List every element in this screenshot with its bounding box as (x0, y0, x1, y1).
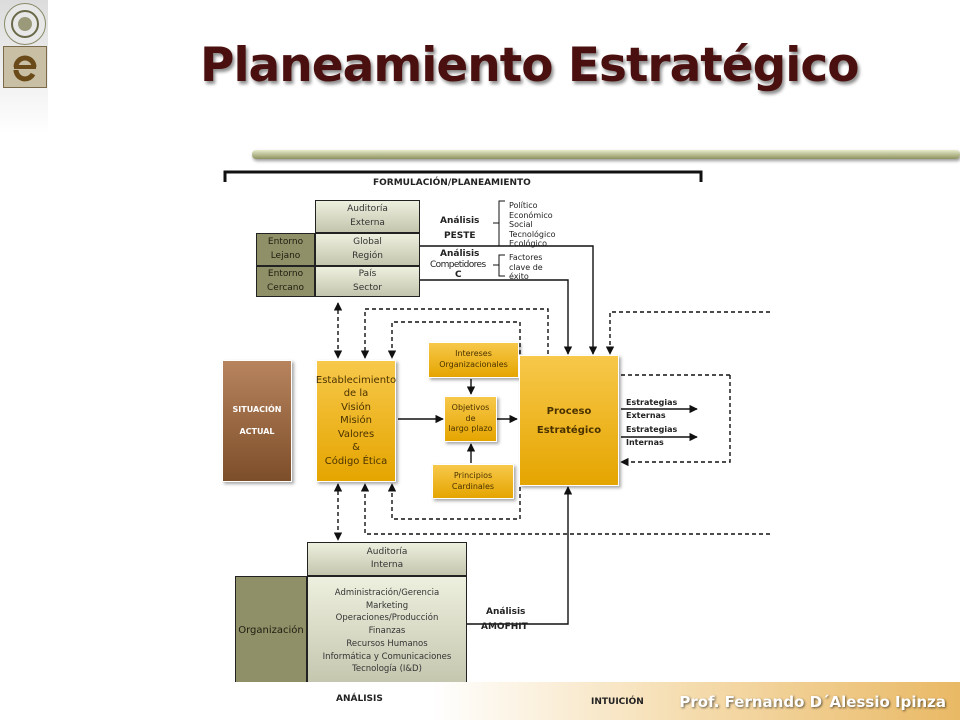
entorno-cercano-box: Entorno Cercano (256, 266, 315, 297)
proceso-line1: Proceso (546, 405, 592, 417)
intereses-line1: Intereses (455, 349, 492, 359)
page-title: Planeamiento Estratégico (200, 38, 860, 93)
peste-factor-tecnologico: Tecnológico (509, 229, 556, 239)
entorno-cercano-line2: Cercano (267, 282, 304, 293)
clave-de-label: clave de (509, 262, 543, 272)
auditoria-interna-line2: Interna (370, 560, 404, 570)
global-region-box: Global Región (315, 233, 420, 266)
area-recursos-humanos: Recursos Humanos (346, 638, 428, 649)
codigo-etica-label: Código Ética (324, 455, 388, 467)
footer-band (0, 682, 960, 720)
analisis-bottom-label: ANÁLISIS (336, 694, 383, 704)
entorno-lejano-box: Entorno Lejano (256, 233, 315, 266)
auditoria-interna-box: Auditoría Interna (307, 542, 467, 576)
university-seal-icon (4, 3, 46, 45)
objetivos-box: Objetivos de largo plazo (444, 396, 497, 442)
establecimiento-box: Establecimiento de la Visión Misión Valo… (316, 360, 396, 482)
region-label: Región (352, 250, 383, 261)
principios-line1: Principios (453, 470, 493, 480)
sector-label: Sector (353, 282, 382, 293)
estrategias-internas-line1: Estrategias (626, 425, 678, 434)
analisis-peste-line2: PESTE (444, 231, 476, 241)
auditoria-externa-line2: Externa (350, 217, 385, 228)
area-administracion: Administración/Gerencia (334, 587, 440, 598)
analisis-amofhit-line1: Análisis (486, 607, 526, 617)
principios-box: Principios Cardinales (432, 464, 514, 499)
intereses-line2: Organizacionales (439, 360, 508, 369)
pais-sector-box: País Sector (315, 266, 420, 297)
estrategias-externas-line2: Externas (626, 411, 666, 420)
entorno-lejano-line1: Entorno (267, 237, 304, 248)
de-la-label: de la (343, 388, 369, 400)
analisis-competidores-line2: Competidores (430, 260, 486, 270)
peste-factor-economico: Económico (509, 210, 553, 220)
actual-label: ACTUAL (239, 427, 275, 436)
organizacion-box: Organización (235, 576, 307, 687)
ampersand-label: & (352, 442, 360, 454)
auditoria-externa-box: Auditoría Externa (315, 200, 420, 233)
vision-label: Visión (341, 401, 371, 413)
establecimiento-label: Establecimiento (315, 374, 397, 386)
auditoria-externa-line1: Auditoría (347, 204, 388, 215)
area-informatica: Informática y Comunicaciones (322, 651, 452, 662)
factores-label: Factores (509, 253, 543, 262)
intuicion-label: INTUICIÓN (591, 697, 644, 707)
exito-label: éxito (509, 272, 529, 281)
objetivos-line3: largo plazo (448, 424, 493, 434)
analisis-amofhit-line2: AMOFHIT (481, 622, 528, 632)
analisis-peste-line1: Análisis (440, 216, 480, 226)
estrategias-internas-line2: Internas (626, 438, 664, 447)
areas-box: Administración/Gerencia Marketing Operac… (307, 576, 467, 687)
proceso-line2: Estratégico (536, 424, 602, 436)
organizacion-label: Organización (238, 625, 304, 637)
intereses-box: Intereses Organizacionales (428, 342, 519, 378)
auditoria-interna-line1: Auditoría (366, 546, 408, 557)
peste-factor-politico: Político (509, 201, 538, 210)
situacion-label: SITUACIÓN (232, 405, 282, 415)
peste-factor-social: Social (509, 220, 533, 229)
peste-factors: Político Económico Social Tecnológico Ec… (509, 201, 556, 249)
principios-line2: Cardinales (451, 481, 495, 491)
objetivos-line2: de (465, 413, 476, 423)
competidores-factors: Factores clave de éxito (509, 253, 543, 282)
mision-label: Misión (340, 415, 372, 427)
proceso-estrategico-box: Proceso Estratégico (519, 355, 619, 486)
estrategias-externas-line1: Estrategias (626, 398, 678, 407)
school-logo-icon (3, 46, 47, 88)
valores-label: Valores (337, 428, 375, 440)
entorno-cercano-line1: Entorno (267, 269, 304, 280)
entorno-lejano-line2: Lejano (270, 250, 301, 261)
objetivos-line1: Objetivos (451, 403, 490, 413)
area-operaciones: Operaciones/Producción (335, 613, 439, 624)
area-marketing: Marketing (365, 600, 409, 611)
analisis-competidores-line3: C (455, 270, 462, 280)
area-tecnologia: Tecnología (I&D) (352, 664, 422, 675)
title-rule (252, 150, 960, 159)
global-label: Global (353, 237, 382, 248)
peste-factor-ecologico: Ecológico (509, 239, 548, 248)
analisis-competidores-line1: Análisis (440, 249, 480, 259)
area-finanzas: Finanzas (368, 626, 406, 637)
situacion-actual-box: SITUACIÓN ACTUAL (222, 360, 292, 482)
pais-label: País (358, 269, 377, 280)
footer-author: Prof. Fernando D´Alessio Ipinza (679, 693, 946, 711)
formulacion-label: FORMULACIÓN/PLANEAMIENTO (373, 178, 531, 188)
